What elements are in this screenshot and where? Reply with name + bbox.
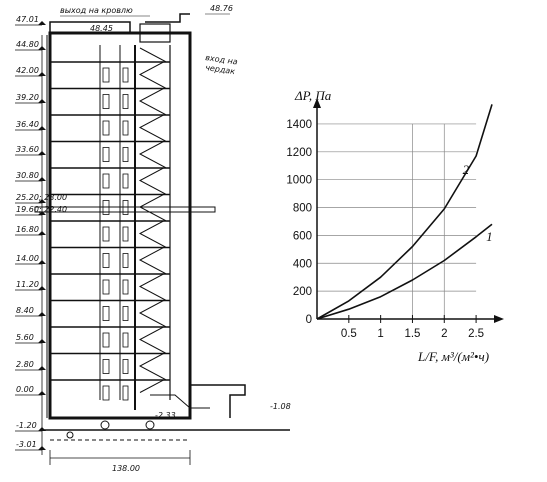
level-mark: -3.01 [16,440,37,449]
door-opening [122,67,129,83]
level-mark: 8.40 [16,306,34,315]
y-tick-label: 1200 [286,147,312,159]
roof-parapet [49,21,131,33]
chart-axes [313,98,504,323]
series-line-2 [316,104,493,320]
level-mark: 30.80 [16,171,39,180]
y-tick-label: 400 [293,258,312,270]
level-mark: 11.20 [16,280,39,289]
x-tick-labels: 0.5 1 1.5 2 2.5 [341,328,484,340]
x-tick-label: 0.5 [341,328,357,340]
series-label: 1 [486,229,493,244]
level-mark: 36.40 [16,120,39,129]
door-opening [122,253,129,268]
door-opening [102,306,110,321]
y-axis-label: ΔP, Па [294,88,332,103]
y-tick-label: 1000 [286,175,312,187]
level-mark: 2.80 [16,360,34,369]
level-mark: 42.00 [16,66,39,75]
level-mark: 39.20 [16,93,39,102]
right-level: -1.08 [270,402,291,411]
foundation-pile [100,420,110,430]
door-opening [122,385,129,401]
roof-exit-label: выход на кровлю [60,6,133,15]
roof-exit-level: 48.45 [90,24,113,33]
y-tick-label: 200 [293,286,312,298]
door-opening [102,332,110,348]
level-mark: -1.20 [16,421,37,430]
x-tick-label: 1 [377,328,383,340]
door-opening [102,253,110,268]
door-opening [102,385,110,401]
top-level: 48.76 [210,4,233,13]
door-opening [102,359,110,374]
building-outline [48,31,192,420]
roof-stair-box [139,23,171,43]
chart-series: 12 [316,104,493,320]
series-line-1 [316,223,493,320]
y-tick-labels: 0 200 400 600 800 1000 1200 1400 [286,119,312,326]
floor-slabs [50,61,170,401]
door-opening [122,94,129,109]
entrance-stairs [150,394,210,409]
foundation-pile [145,420,155,430]
door-opening [122,226,129,242]
door-opening [102,147,110,162]
door-opening [122,173,129,189]
level-mark: 14.00 [16,254,39,263]
roof-top [145,13,190,23]
level-mark: 19.60; 22.40 [16,205,67,214]
door-opening [102,94,110,109]
door-opening [122,147,129,162]
attic-entry-label: чердак [205,63,236,76]
level-mark: 47.01 [16,15,39,24]
x-axis-label: L/F, м³/(м²•ч) [417,349,489,364]
door-opening [122,332,129,348]
x-axis-arrow [494,315,504,323]
x-tick-label: 1.5 [404,328,420,340]
x-tick-label: 2 [441,328,447,340]
x-tick-label: 2.5 [468,328,484,340]
y-tick-label: 800 [293,203,312,215]
level-mark: 5.60 [16,333,34,342]
level-mark: 33.60 [16,145,39,154]
y-axis-arrow [313,98,321,108]
attic-entry-label: вход на [205,53,239,66]
level-mark: 25.20; 28.00 [16,193,67,202]
series-label: 2 [463,162,470,177]
door-opening [102,173,110,189]
door-opening [102,279,110,295]
level-triangle [38,21,46,25]
staircase-flights [138,47,167,393]
y-tick-label: 0 [306,314,312,326]
width-dimension: 138.00 [112,464,140,473]
door-opening [102,67,110,83]
foundation-pile [66,431,74,439]
entrance-canopy [190,384,246,418]
door-opening [102,120,110,136]
door-opening [122,306,129,321]
y-tick-label: 600 [293,230,312,242]
entrance-level: -2.33 [155,411,176,420]
technical-duct [34,206,216,213]
chart-grid [317,123,477,323]
door-opening [122,120,129,136]
door-opening [122,279,129,295]
y-tick-label: 1400 [286,119,312,131]
door-opening [122,359,129,374]
level-mark: 44.80 [16,40,39,49]
building-section: 47.01 44.80 42.00 39.20 36.40 33.60 30.80 25.20… [15,4,291,473]
door-opening [102,226,110,242]
level-markers: 47.01 44.80 42.00 39.20 36.40 33.60 30.80 25.20… [15,15,67,451]
level-mark: 0.00 [16,385,34,394]
level-mark: 16.80 [16,225,39,234]
